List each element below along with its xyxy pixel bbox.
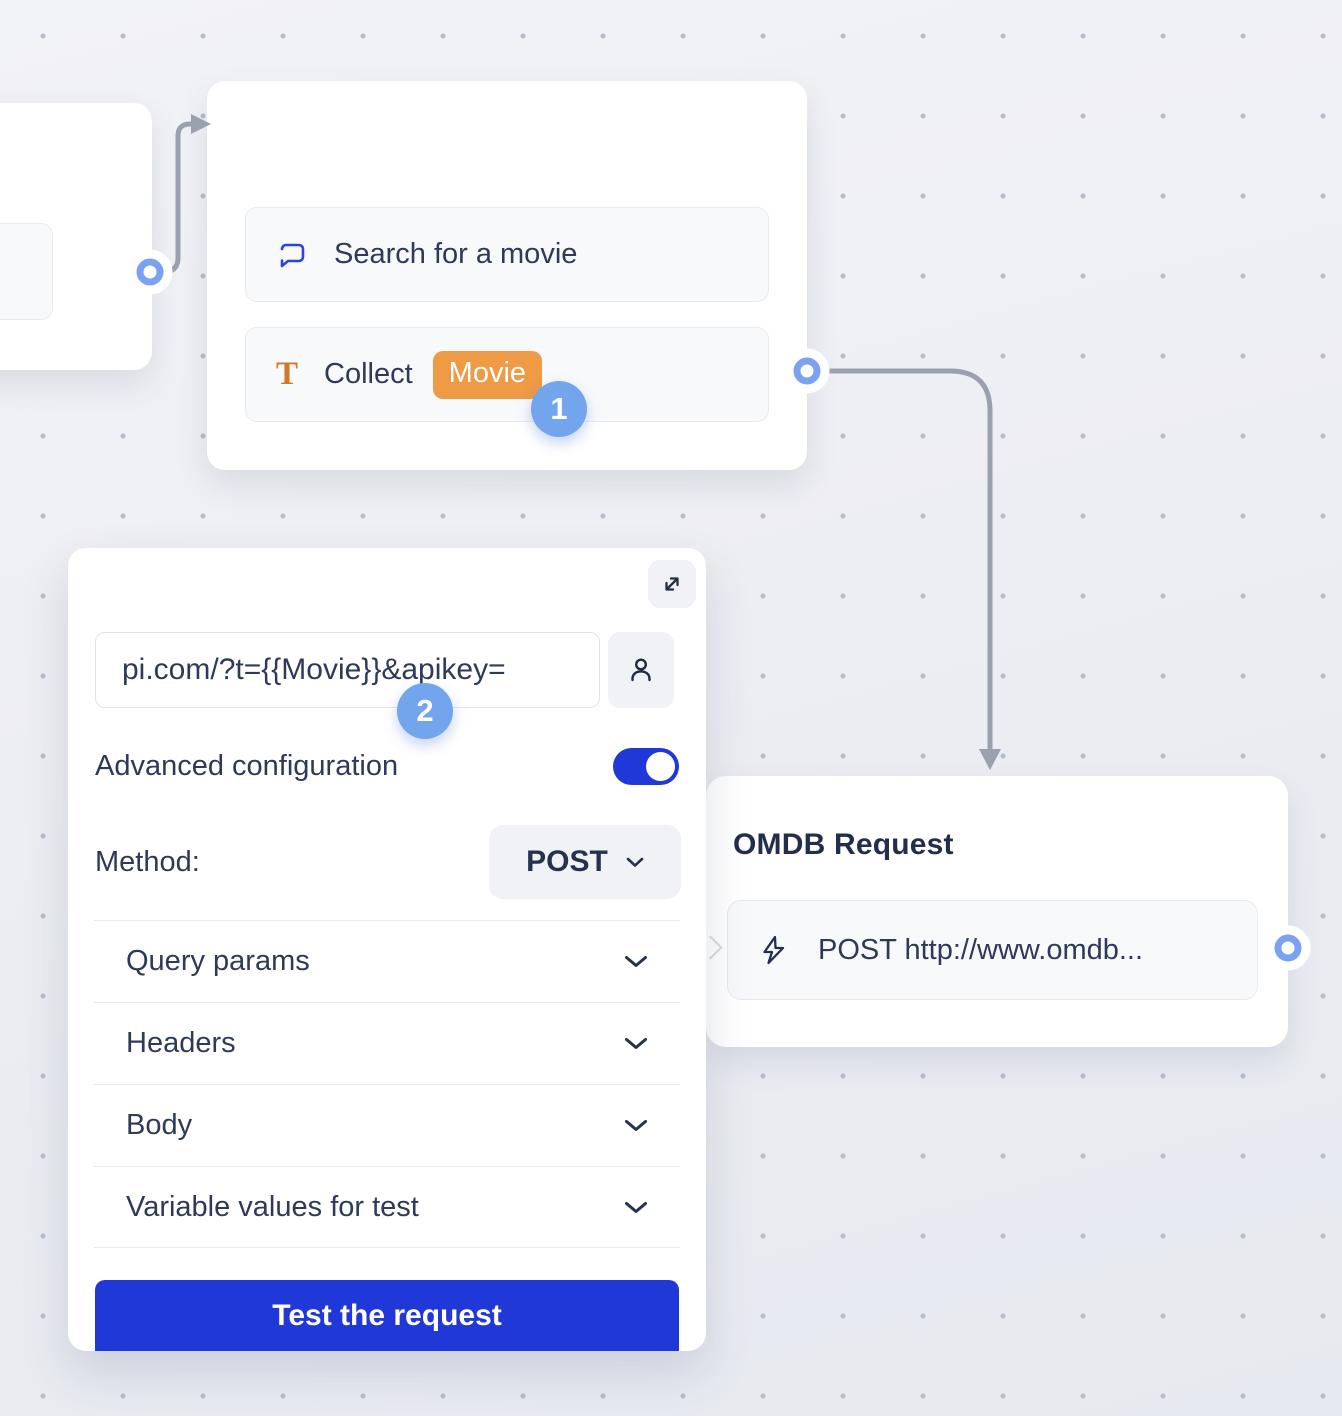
- lightning-bolt-icon: [763, 935, 785, 965]
- output-port-omdb[interactable]: [1274, 934, 1302, 962]
- test-request-button[interactable]: Test the request: [95, 1280, 679, 1351]
- node-card-omdb-request[interactable]: OMDB Request POST http://www.omdb...: [706, 776, 1288, 1047]
- variable-chip-movie[interactable]: Movie: [432, 350, 543, 399]
- toggle-knob: [646, 751, 675, 781]
- advanced-configuration-toggle[interactable]: [613, 747, 679, 785]
- person-icon: [631, 658, 651, 682]
- output-port-left-card[interactable]: [136, 258, 164, 286]
- chevron-down-icon: [625, 1201, 647, 1213]
- section-body[interactable]: Body: [94, 1084, 680, 1166]
- advanced-configuration-label: Advanced configuration: [95, 749, 399, 782]
- section-label: Variable values for test: [126, 1190, 419, 1223]
- chevron-down-icon: [625, 1038, 647, 1049]
- section-label: Query params: [126, 945, 310, 977]
- collapsible-sections: Query params Headers Body Variable value…: [94, 920, 680, 1248]
- section-headers[interactable]: Headers: [94, 1002, 680, 1084]
- node-row-webhook[interactable]: POST http://www.omdb...: [727, 900, 1258, 1000]
- node-title: OMDB Request: [733, 828, 954, 861]
- node-row-label: POST http://www.omdb...: [818, 933, 1144, 966]
- output-port-movie-search[interactable]: [793, 357, 821, 385]
- expand-arrows-icon: [665, 577, 679, 591]
- chevron-down-icon: [625, 1120, 647, 1131]
- node-row-collect[interactable]: T Collect Movie: [245, 327, 769, 422]
- section-query-params[interactable]: Query params: [94, 920, 680, 1002]
- method-select[interactable]: POST: [489, 825, 681, 899]
- chevron-down-icon: [626, 857, 644, 867]
- chat-bubble-icon: [280, 243, 305, 267]
- expand-button[interactable]: [648, 560, 696, 608]
- node-card-movie-search[interactable]: Movie search Search for a movie T Collec…: [207, 81, 807, 470]
- section-label: Body: [126, 1109, 193, 1141]
- step-badge-2: 2: [397, 683, 453, 739]
- node-row-empty[interactable]: [0, 223, 53, 320]
- webhook-config-panel[interactable]: pi.com/?t={{Movie}}&apikey= Advanced con…: [68, 548, 706, 1351]
- section-label: Headers: [126, 1027, 236, 1059]
- variables-button[interactable]: [608, 632, 674, 708]
- advanced-configuration-row: Advanced configuration: [95, 744, 679, 788]
- chevron-down-icon: [625, 956, 647, 967]
- node-card-partial[interactable]: [0, 103, 152, 370]
- node-row-label: Search for a movie: [334, 238, 578, 270]
- node-row-label: Collect: [324, 358, 413, 390]
- url-input[interactable]: pi.com/?t={{Movie}}&apikey=: [95, 632, 600, 708]
- step-badge-1: 1: [531, 381, 587, 437]
- method-label: Method:: [95, 845, 200, 878]
- text-input-icon: T: [276, 356, 299, 392]
- method-row: Method: POST: [95, 825, 681, 899]
- section-variable-values[interactable]: Variable values for test: [94, 1166, 680, 1248]
- method-value: POST: [526, 845, 608, 878]
- node-row-question[interactable]: Search for a movie: [245, 207, 769, 302]
- url-input-value: pi.com/?t={{Movie}}&apikey=: [122, 653, 506, 686]
